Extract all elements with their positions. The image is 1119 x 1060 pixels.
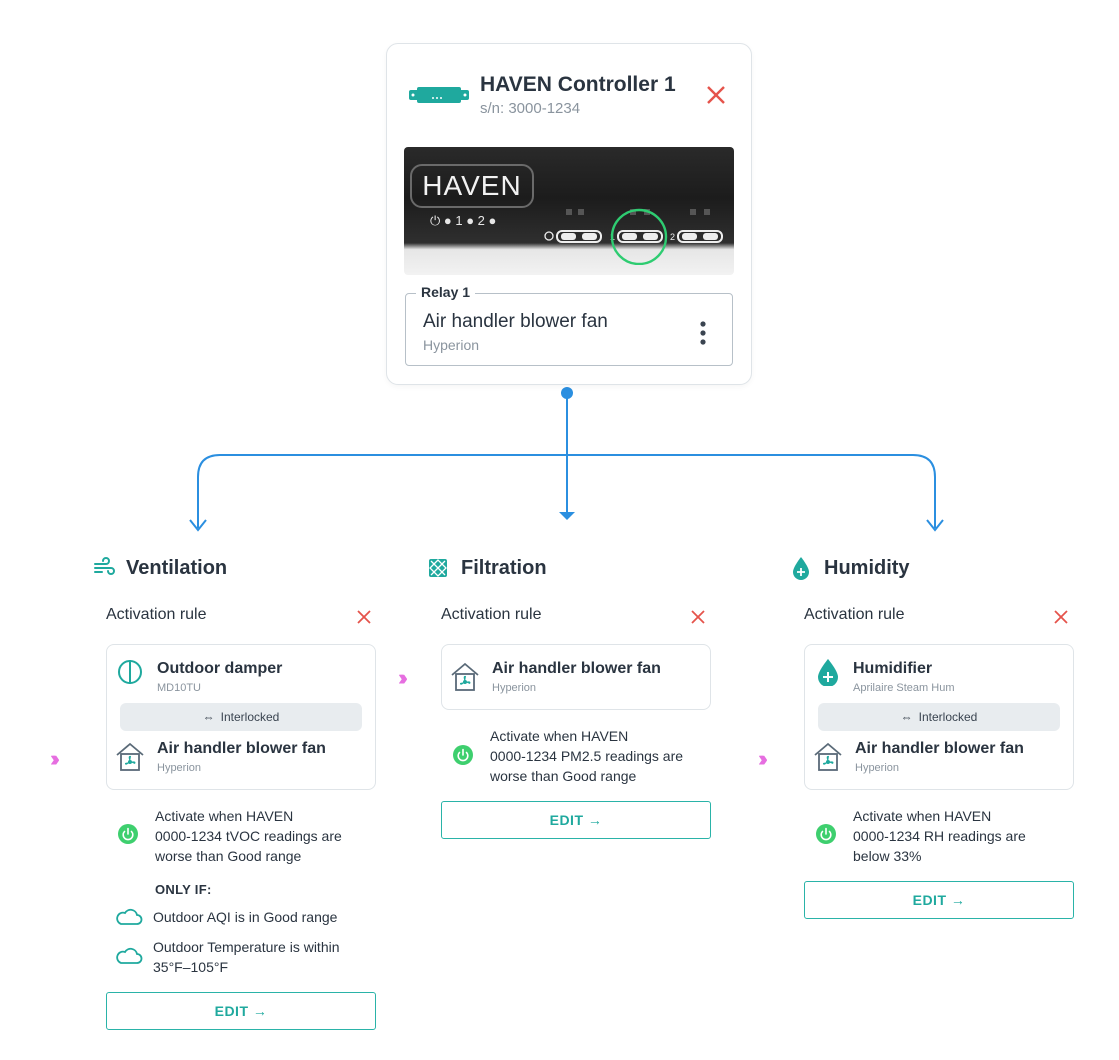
ventilation-condition: Activate when HAVEN 0000-1234 tVOC readi…	[155, 808, 342, 864]
ventilation-only-if: ONLY IF:	[155, 882, 212, 897]
humidity-condition: Activate when HAVEN 0000-1234 RH reading…	[853, 808, 1026, 864]
ventilation-device-card: Outdoor damper MD10TU ⇔ Interlocked Air …	[106, 644, 376, 790]
wind-icon	[94, 557, 115, 575]
humidity-close-icon[interactable]	[1053, 609, 1069, 625]
ventilation-rule-label: Activation rule	[106, 606, 207, 623]
controller-photo: HAVEN ⏻ ● 1 ● 2 ● 1 2	[404, 147, 734, 275]
ventilation-extra-condition-1: Outdoor AQI is in Good range	[153, 909, 338, 925]
ventilation-title: Ventilation	[126, 557, 228, 579]
close-icon[interactable]	[705, 84, 727, 106]
filtration-power-icon	[453, 745, 473, 765]
filtration-rule-label: Activation rule	[441, 606, 542, 623]
humidity-device1-name: Humidifier	[853, 660, 933, 677]
filtration-device-card: Air handler blower fan Hyperion	[441, 644, 711, 710]
humidity-rule-label: Activation rule	[804, 606, 905, 623]
house-fan-icon	[814, 742, 842, 771]
humidity-drop-icon	[793, 557, 809, 580]
more-options-icon[interactable]	[698, 320, 708, 346]
photo-led-row: ⏻ ● 1 ● 2 ●	[430, 213, 497, 228]
ventilation-device1-model: MD10TU	[157, 682, 202, 694]
filtration-title: Filtration	[461, 557, 547, 579]
humidity-pointer-chevrons: ›››	[758, 746, 768, 771]
filtration-device1-model: Hyperion	[492, 682, 537, 694]
house-fan-icon	[116, 742, 144, 771]
humidity-device2-model: Hyperion	[855, 762, 900, 774]
ventilation-power-icon	[118, 824, 138, 844]
filtration-condition: Activate when HAVEN 0000-1234 PM2.5 read…	[490, 728, 684, 784]
ventilation-extra-condition-2: Outdoor Temperature is within 35°F–105°F	[153, 939, 340, 975]
photo-brand-label: HAVEN	[410, 164, 534, 208]
relay-device-name: Air handler blower fan	[423, 311, 608, 332]
controller-title: HAVEN Controller 1	[480, 73, 676, 96]
ventilation-device2-name: Air handler blower fan	[157, 740, 326, 757]
relay-ports-icon: 1 2	[544, 208, 723, 265]
ventilation-edit-button[interactable]: EDIT →	[106, 992, 376, 1030]
humidity-power-icon	[816, 824, 836, 844]
interlock-label: Interlocked	[918, 710, 978, 724]
controller-card: HAVEN Controller 1 s/n: 3000-1234 HAVEN …	[386, 43, 752, 385]
ventilation-device2-model: Hyperion	[157, 762, 202, 774]
controller-serial: s/n: 3000-1234	[480, 100, 581, 117]
controller-device-icon	[409, 87, 469, 103]
cloud-icon	[116, 947, 143, 964]
link-icon: ⇔	[202, 710, 215, 724]
humidifier-drop-icon	[818, 659, 838, 686]
humidity-device2-name: Air handler blower fan	[855, 740, 1024, 757]
house-fan-icon	[451, 662, 479, 691]
damper-icon	[118, 660, 142, 684]
humidity-device1-model: Aprilaire Steam Hum	[853, 682, 955, 694]
svg-text:2: 2	[670, 232, 675, 242]
filtration-edit-button[interactable]: EDIT →	[441, 801, 711, 839]
relay-field[interactable]: Relay 1 Air handler blower fan Hyperion	[405, 284, 733, 366]
ventilation-pointer-chevrons: ›››	[50, 746, 60, 771]
filtration-close-icon[interactable]	[690, 609, 706, 625]
filtration-pointer-chevrons: ›››	[398, 665, 408, 690]
link-icon: ⇔	[900, 710, 913, 724]
humidity-edit-button[interactable]: EDIT →	[804, 881, 1074, 919]
filtration-device1-name: Air handler blower fan	[492, 660, 661, 677]
relay-legend: Relay 1	[416, 284, 476, 300]
humidity-device-card: Humidifier Aprilaire Steam Hum ⇔ Interlo…	[804, 644, 1074, 790]
filter-icon	[429, 559, 447, 577]
cloud-icon	[116, 908, 143, 925]
ventilation-close-icon[interactable]	[356, 609, 372, 625]
humidity-title: Humidity	[824, 557, 910, 579]
ventilation-interlock-badge: ⇔ Interlocked	[120, 703, 362, 731]
relay-device-model: Hyperion	[423, 337, 480, 353]
interlock-label: Interlocked	[220, 710, 280, 724]
humidity-interlock-badge: ⇔ Interlocked	[818, 703, 1060, 731]
ventilation-device1-name: Outdoor damper	[157, 660, 283, 677]
